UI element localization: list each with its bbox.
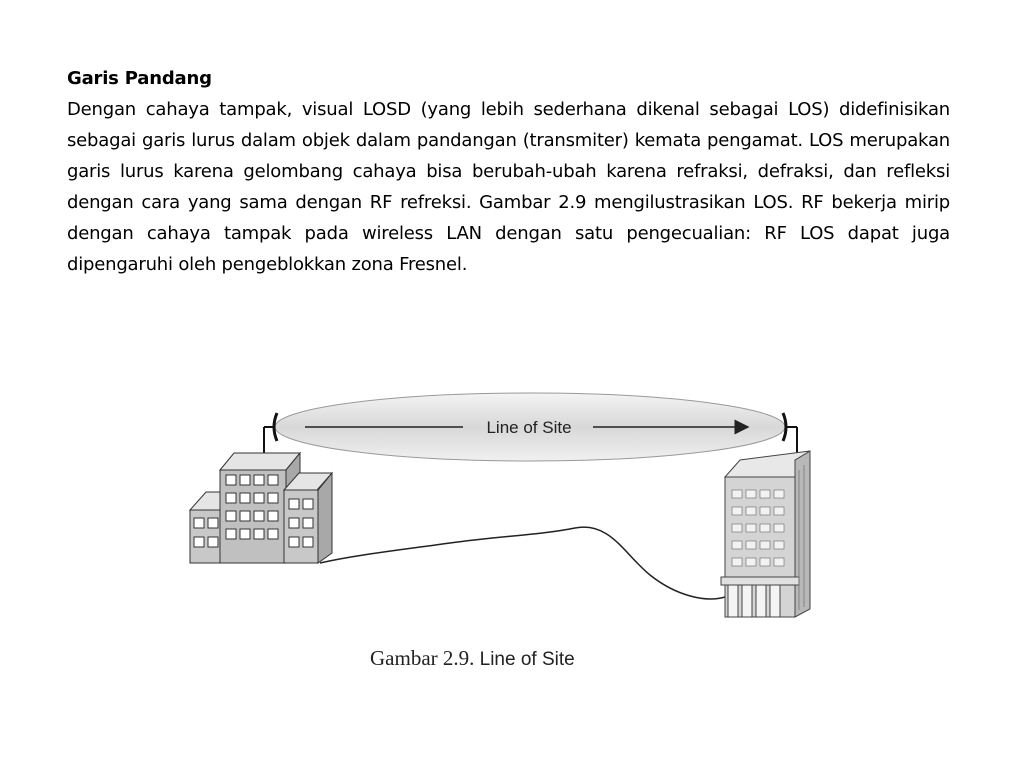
cable-line: [319, 526, 726, 600]
right-building-icon: [720, 450, 811, 618]
section-heading: Garis Pandang: [67, 68, 212, 89]
line-of-site-figure: Line of Site: [188, 392, 811, 618]
antenna-left-icon: [263, 412, 279, 457]
section-paragraph: Dengan cahaya tampak, visual LOSD (yang …: [67, 99, 950, 275]
left-building-icon: [188, 451, 334, 564]
figure-caption: Gambar 2.9. Line of Site: [370, 646, 575, 671]
caption-title: Line of Site: [479, 649, 575, 670]
ellipse-label: Line of Site: [486, 418, 571, 437]
text-section: Garis Pandang Dengan cahaya tampak, visu…: [67, 63, 950, 280]
caption-number: Gambar 2.9.: [370, 646, 475, 670]
antenna-right-icon: [781, 412, 798, 457]
